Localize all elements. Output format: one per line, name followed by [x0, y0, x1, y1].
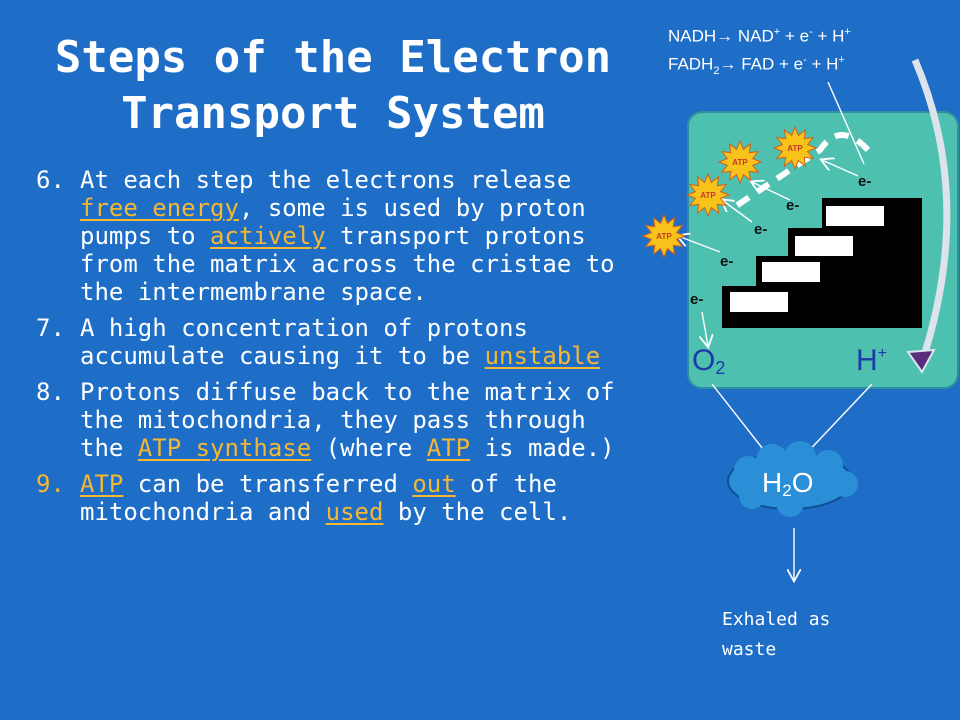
e-arrow-down: [702, 311, 708, 346]
chain-block: [722, 198, 922, 328]
key-term: used: [325, 498, 384, 526]
step-text-segment: , some is used by proton pumps to: [80, 194, 586, 250]
step-text: At each step the electrons release free …: [80, 166, 636, 306]
step-notch-1: [722, 198, 822, 228]
atp-arrow-4: [678, 236, 721, 253]
hydrogen-curve-arrowhead: [906, 348, 936, 374]
atp-arrow-2: [752, 182, 791, 201]
atp-arrow-3: [722, 200, 753, 223]
step-text-segment: can be transferred: [123, 470, 413, 498]
electron-path-dashed: [728, 132, 871, 213]
step-text: A high concentration of protons accumula…: [80, 314, 636, 370]
key-term: out: [412, 470, 456, 498]
atp-star: ATP: [685, 172, 731, 218]
page-title: Steps of the Electron Transport System: [18, 30, 648, 142]
exhaled-label: Exhaled as waste: [722, 609, 831, 660]
step-number: 8.: [36, 378, 65, 406]
step-item: 6. At each step the electrons release fre…: [36, 166, 636, 306]
electron-label: e-: [720, 253, 733, 270]
step-text-segment: Protons diffuse back to the matrix of th…: [80, 378, 615, 462]
step-plate-2: [795, 236, 853, 256]
step-number: 6.: [36, 166, 65, 194]
key-term: free energy: [80, 194, 239, 222]
key-term: actively: [210, 222, 326, 250]
h-plus-label: H+: [856, 344, 887, 377]
electron-label: e-: [690, 291, 703, 308]
electron-label: e-: [786, 197, 799, 214]
key-term: unstable: [484, 342, 601, 370]
step-text: Protons diffuse back to the matrix of th…: [80, 378, 636, 462]
step-text-segment: transport protons from the matrix across…: [80, 222, 615, 306]
step-text-segment: A high concentration of protons accumula…: [80, 314, 528, 370]
step-plate-1: [826, 206, 884, 226]
e-arrow-top: [827, 81, 865, 165]
nadh-equation: NADH→ NAD+ + e- + H+: [668, 26, 851, 46]
hydrogen-curve-arrow: [911, 58, 951, 364]
step-notch-2: [722, 228, 788, 256]
step-plate-4: [730, 292, 788, 312]
title-line-2: Transport System: [121, 88, 545, 139]
atp-label: ATP: [700, 191, 716, 200]
title-line-1: Steps of the Electron: [54, 32, 612, 83]
key-term: ATP: [426, 434, 471, 462]
step-notch-3: [722, 256, 756, 286]
step-number: 9.: [36, 470, 65, 498]
atp-star: ATP: [772, 125, 818, 171]
step-text: ATP can be transferred out of the mitoch…: [80, 470, 636, 526]
atp-label: ATP: [787, 144, 803, 153]
key-term: ATP: [80, 470, 124, 498]
step-text-segment: At each step the electrons release: [80, 166, 572, 194]
step-text-segment: of the mitochondria and: [80, 470, 557, 526]
atp-star: ATP: [717, 139, 763, 185]
h-to-water-arrow: [802, 383, 873, 458]
step-item: 7. A high concentration of protons accumu…: [36, 314, 636, 370]
electron-label: e-: [858, 173, 871, 190]
step-number: 7.: [36, 314, 65, 342]
step-plate-3: [762, 262, 820, 282]
atp-label: ATP: [732, 158, 748, 167]
fadh-equation: FADH2→ FAD + e- + H+: [668, 54, 845, 78]
water-label: H2O: [762, 467, 813, 500]
o2-label: O2: [692, 344, 725, 378]
step-item: 9. ATP can be transferred out of the mito…: [36, 470, 636, 526]
step-text-segment: (where: [311, 434, 427, 462]
atp-arrow-1: [822, 160, 859, 177]
o2-to-water-arrow: [711, 383, 770, 458]
electron-label: e-: [754, 221, 767, 238]
atp-star: ATP: [641, 213, 687, 259]
step-item: 8. Protons diffuse back to the matrix of …: [36, 378, 636, 462]
steps-list: 6. At each step the electrons release fre…: [36, 166, 636, 534]
membrane-panel: [687, 111, 959, 389]
atp-label: ATP: [656, 232, 672, 241]
step-text-segment: is made.): [470, 434, 615, 462]
key-term: ATP synthase: [137, 434, 312, 462]
water-cloud: [727, 441, 858, 517]
step-text-segment: by the cell.: [383, 498, 572, 526]
